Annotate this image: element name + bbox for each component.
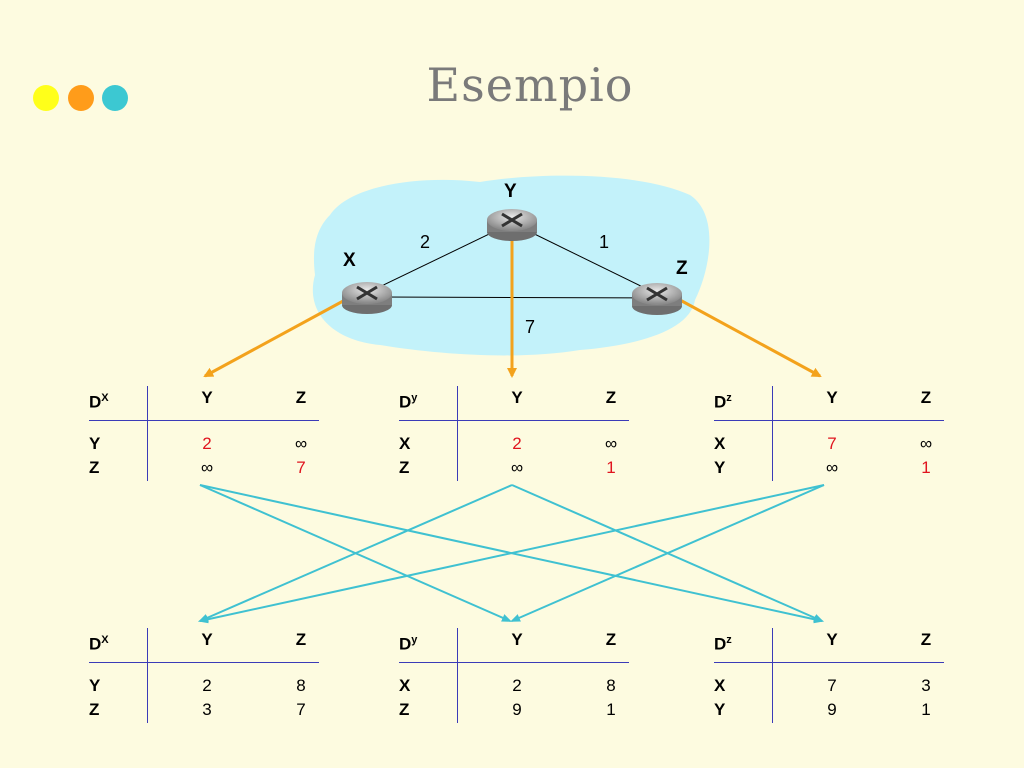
- dv-table-y-updated: Dy Y Z X 2 8 Z 9 1: [399, 628, 629, 728]
- node-label-z: Z: [676, 258, 688, 279]
- arrow-z-to-table: [679, 298, 822, 378]
- arrow-dz-to-dx: [198, 484, 825, 624]
- cost-cell: ∞: [294, 434, 308, 453]
- row-label: Z: [399, 458, 410, 477]
- col-header-y: Y: [511, 630, 523, 649]
- row-label: X: [714, 676, 726, 695]
- table-divider-v: [147, 628, 148, 723]
- decor-dot-cyan: [102, 85, 128, 111]
- table-divider-h: [714, 420, 944, 421]
- row-label: Y: [714, 700, 726, 719]
- cost-label-x-y: 2: [420, 232, 430, 252]
- cost-cell: 7: [296, 458, 306, 477]
- cost-cell: 9: [827, 700, 837, 719]
- row-label: Y: [714, 458, 726, 477]
- row-label: X: [399, 676, 411, 695]
- dv-table-z-initial: Dz Y Z X 7 ∞ Y ∞ 1: [714, 386, 944, 486]
- orange-arrows: [203, 240, 822, 378]
- decor-dot-orange: [68, 85, 94, 111]
- cost-cell: ∞: [825, 458, 839, 477]
- table-divider-h: [399, 420, 629, 421]
- cost-cell: ∞: [919, 434, 933, 453]
- arrow-dz-to-dy: [510, 484, 825, 622]
- col-header-z: Z: [605, 388, 617, 407]
- arrow-dy-to-dx: [198, 484, 513, 622]
- cost-cell: 1: [921, 458, 931, 477]
- dv-table-z-updated: Dz Y Z X 7 3 Y 9 1: [714, 628, 944, 728]
- dv-table-y-initial: Dy Y Z X 2 ∞ Z ∞ 1: [399, 386, 629, 486]
- col-header-y: Y: [826, 388, 838, 407]
- link-x-y: [366, 222, 513, 294]
- cost-cell: 3: [921, 676, 931, 695]
- table-divider-h: [89, 420, 319, 421]
- node-label-x: X: [343, 250, 356, 271]
- table-owner: X: [101, 392, 109, 404]
- cost-cell: 9: [512, 700, 522, 719]
- router-z: [632, 283, 682, 315]
- table-divider-h: [89, 662, 319, 663]
- table-divider-v: [457, 386, 458, 481]
- node-label-y: Y: [504, 181, 517, 202]
- table-divider-v: [772, 386, 773, 481]
- table-owner: X: [101, 634, 109, 646]
- cost-cell: 2: [202, 676, 212, 695]
- router-y-icon: [501, 212, 523, 228]
- row-label: Z: [89, 700, 100, 719]
- decor-dot-yellow: [33, 85, 59, 111]
- row-label: Y: [89, 434, 101, 453]
- cost-cell: 8: [296, 676, 306, 695]
- dv-table-x-initial: DX Y Z Y 2 ∞ Z ∞ 7: [89, 386, 319, 486]
- row-label: X: [714, 434, 726, 453]
- router-x: [342, 282, 392, 314]
- arrow-x-to-table: [203, 298, 346, 378]
- cost-cell: 1: [606, 700, 616, 719]
- col-header-z: Z: [295, 630, 307, 649]
- col-header-y: Y: [511, 388, 523, 407]
- col-header-y: Y: [826, 630, 838, 649]
- dv-table-x-updated: DX Y Z Y 2 8 Z 3 7: [89, 628, 319, 728]
- table-divider-v: [772, 628, 773, 723]
- cost-cell: 1: [921, 700, 931, 719]
- cost-cell: 2: [512, 434, 522, 453]
- router-y: [487, 209, 537, 241]
- table-divider-v: [457, 628, 458, 723]
- table-owner: y: [411, 392, 418, 404]
- table-owner: z: [726, 634, 732, 646]
- row-label: Z: [399, 700, 410, 719]
- cost-cell: 7: [296, 700, 306, 719]
- col-header-y: Y: [201, 630, 213, 649]
- table-divider-v: [147, 386, 148, 481]
- cost-label-y-z: 1: [599, 232, 609, 252]
- slide-title: Esempio: [426, 58, 634, 112]
- col-header-z: Z: [295, 388, 307, 407]
- cost-cell: 1: [606, 458, 616, 477]
- router-x-icon: [356, 285, 378, 301]
- cost-cell: 2: [512, 676, 522, 695]
- cost-cell: 7: [827, 676, 837, 695]
- cost-cell: ∞: [604, 434, 618, 453]
- cost-label-x-z: 7: [525, 317, 535, 337]
- cost-cell: 7: [827, 434, 837, 453]
- row-label: Z: [89, 458, 100, 477]
- table-divider-h: [399, 662, 629, 663]
- col-header-z: Z: [920, 630, 932, 649]
- cost-cell: 2: [202, 434, 212, 453]
- cost-cell: ∞: [510, 458, 524, 477]
- row-label: X: [399, 434, 411, 453]
- table-owner: z: [726, 392, 732, 404]
- table-divider-h: [714, 662, 944, 663]
- col-header-z: Z: [605, 630, 617, 649]
- router-z-icon: [646, 286, 668, 302]
- col-header-y: Y: [201, 388, 213, 407]
- cost-cell: 3: [202, 700, 212, 719]
- cyan-arrows: [198, 484, 825, 624]
- cost-cell: 8: [606, 676, 616, 695]
- col-header-z: Z: [920, 388, 932, 407]
- link-y-z: [511, 222, 658, 295]
- cost-cell: ∞: [200, 458, 214, 477]
- table-owner: y: [411, 634, 418, 646]
- row-label: Y: [89, 676, 101, 695]
